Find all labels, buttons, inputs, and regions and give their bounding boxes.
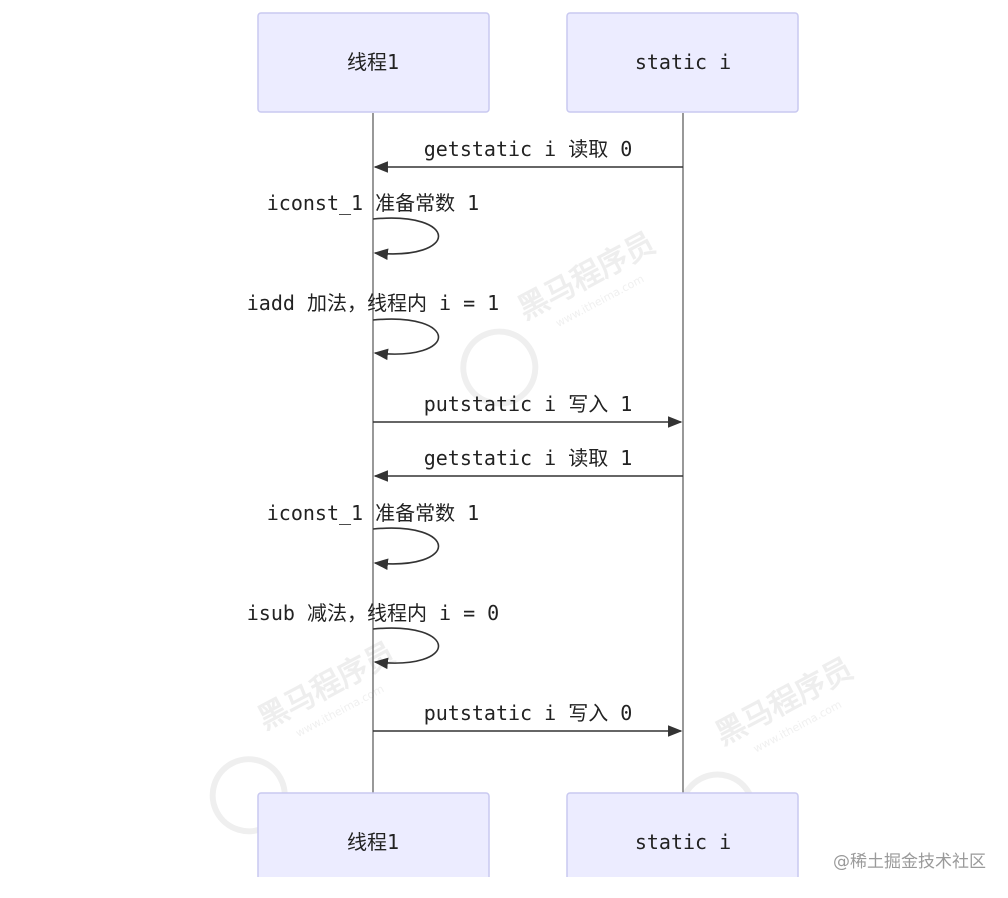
- actor-box: [566, 12, 799, 113]
- actor-top-thread: 线程1: [257, 12, 490, 113]
- actor-box: [257, 12, 490, 113]
- message-putstatic-0: putstatic i 写入 0: [373, 701, 683, 737]
- self-message-label: iconst_1 准备常数 1: [267, 501, 479, 525]
- bottom-margin: [0, 877, 1008, 898]
- self-message-label: isub 减法，线程内 i = 0: [247, 601, 499, 625]
- message-label: putstatic i 写入 1: [424, 392, 633, 416]
- actor-label: static i: [635, 830, 731, 854]
- watermark-logo-icon: [460, 328, 539, 407]
- message-label: getstatic i 读取 1: [424, 446, 633, 470]
- actor-bottom-static: static i: [566, 792, 799, 893]
- message-getstatic-0: getstatic i 读取 0: [373, 137, 683, 173]
- self-loop-arrow: [372, 627, 440, 670]
- self-message-label: iconst_1 准备常数 1: [267, 191, 479, 215]
- message-label: getstatic i 读取 0: [424, 137, 633, 161]
- watermark: 黑马程序员 www.itheima.com: [460, 226, 661, 407]
- actor-top-static: static i: [566, 12, 799, 113]
- actor-label: 线程1: [347, 50, 399, 74]
- self-message-iconst-1b: iconst_1 准备常数 1: [267, 501, 479, 570]
- self-message-iconst-1: iconst_1 准备常数 1: [267, 191, 479, 260]
- message-label: putstatic i 写入 0: [424, 701, 633, 725]
- actor-bottom-thread: 线程1: [257, 792, 490, 893]
- message-putstatic-1: putstatic i 写入 1: [373, 392, 683, 428]
- actor-label: 线程1: [347, 830, 399, 854]
- self-loop-arrow: [372, 318, 440, 361]
- self-loop-arrow: [372, 217, 440, 260]
- credit-text: @稀土掘金技术社区: [833, 852, 986, 872]
- message-getstatic-1: getstatic i 读取 1: [373, 446, 683, 482]
- self-message-label: iadd 加法，线程内 i = 1: [247, 291, 499, 315]
- self-loop-arrow: [372, 527, 440, 570]
- actor-label: static i: [635, 50, 731, 74]
- self-message-isub: isub 减法，线程内 i = 0: [247, 601, 499, 670]
- self-message-iadd: iadd 加法，线程内 i = 1: [247, 291, 499, 361]
